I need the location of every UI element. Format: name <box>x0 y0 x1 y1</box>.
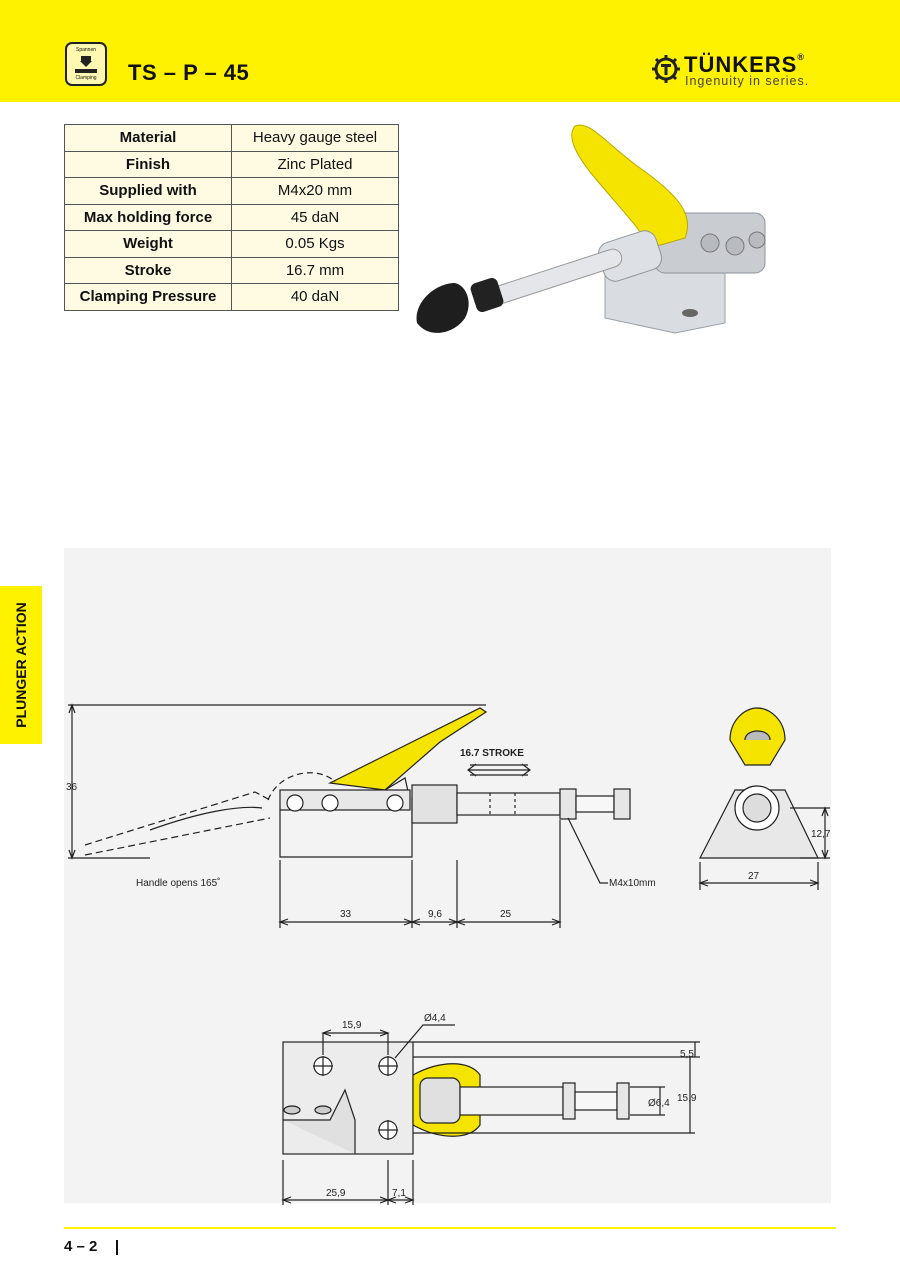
brand-tagline: Ingenuity in series. <box>685 74 810 88</box>
spec-value: Zinc Plated <box>231 150 399 178</box>
rod-diameter-label: Ø6,4 <box>648 1098 670 1109</box>
thread-label: M4x10mm <box>609 878 656 889</box>
spec-label: Material <box>64 124 232 152</box>
dimension-25: 25 <box>500 909 512 920</box>
product-photo <box>416 124 766 334</box>
badge-top-label: Spannen <box>75 47 97 53</box>
dimension-12-7: 12,7 <box>811 829 831 840</box>
spec-value: 0.05 Kgs <box>231 230 399 258</box>
handle-open-note: Handle opens 165˚ <box>136 877 221 889</box>
spec-value: Heavy gauge steel <box>231 124 399 152</box>
dimension-7-1: 7,1 <box>392 1188 406 1199</box>
brand-name: TÜNKERS® <box>684 52 805 77</box>
page-number-divider <box>116 1240 118 1255</box>
dimension-25-9: 25,9 <box>326 1188 346 1199</box>
page-number: 4 – 2 <box>64 1238 98 1255</box>
spec-label: Weight <box>64 230 232 258</box>
clamp-symbol-icon <box>75 56 97 73</box>
badge-bottom-label: Clamping <box>75 75 97 81</box>
footer-rule <box>64 1227 836 1229</box>
spec-value: M4x20 mm <box>231 177 399 205</box>
dimension-33: 33 <box>340 909 352 920</box>
spec-label: Stroke <box>64 256 232 284</box>
spec-label: Finish <box>64 150 232 178</box>
dimension-5-5: 5,5 <box>680 1049 694 1060</box>
gear-logo-icon <box>652 55 680 83</box>
hole-diameter-label: Ø4,4 <box>424 1013 446 1024</box>
page-header: Spannen Clamping TS – P – 45 TÜNKERS® In… <box>0 0 900 102</box>
spec-label: Max holding force <box>64 203 232 231</box>
spec-label: Supplied with <box>64 177 232 205</box>
dimension-9-6: 9,6 <box>428 909 442 920</box>
section-side-tab: PLUNGER ACTION <box>0 586 42 744</box>
dimension-15-9-right: 15,9 <box>677 1093 697 1104</box>
dimension-15-9-top: 15,9 <box>342 1020 362 1031</box>
dimension-27: 27 <box>748 871 760 882</box>
clamping-badge-icon: Spannen Clamping <box>65 42 107 86</box>
stroke-label: 16.7 STROKE <box>460 748 524 759</box>
spec-value: 40 daN <box>231 283 399 311</box>
product-title: TS – P – 45 <box>128 60 250 85</box>
brand-logo: TÜNKERS® Ingenuity in series. <box>652 52 832 92</box>
spec-value: 45 daN <box>231 203 399 231</box>
height-dimension: 36 <box>66 782 78 793</box>
